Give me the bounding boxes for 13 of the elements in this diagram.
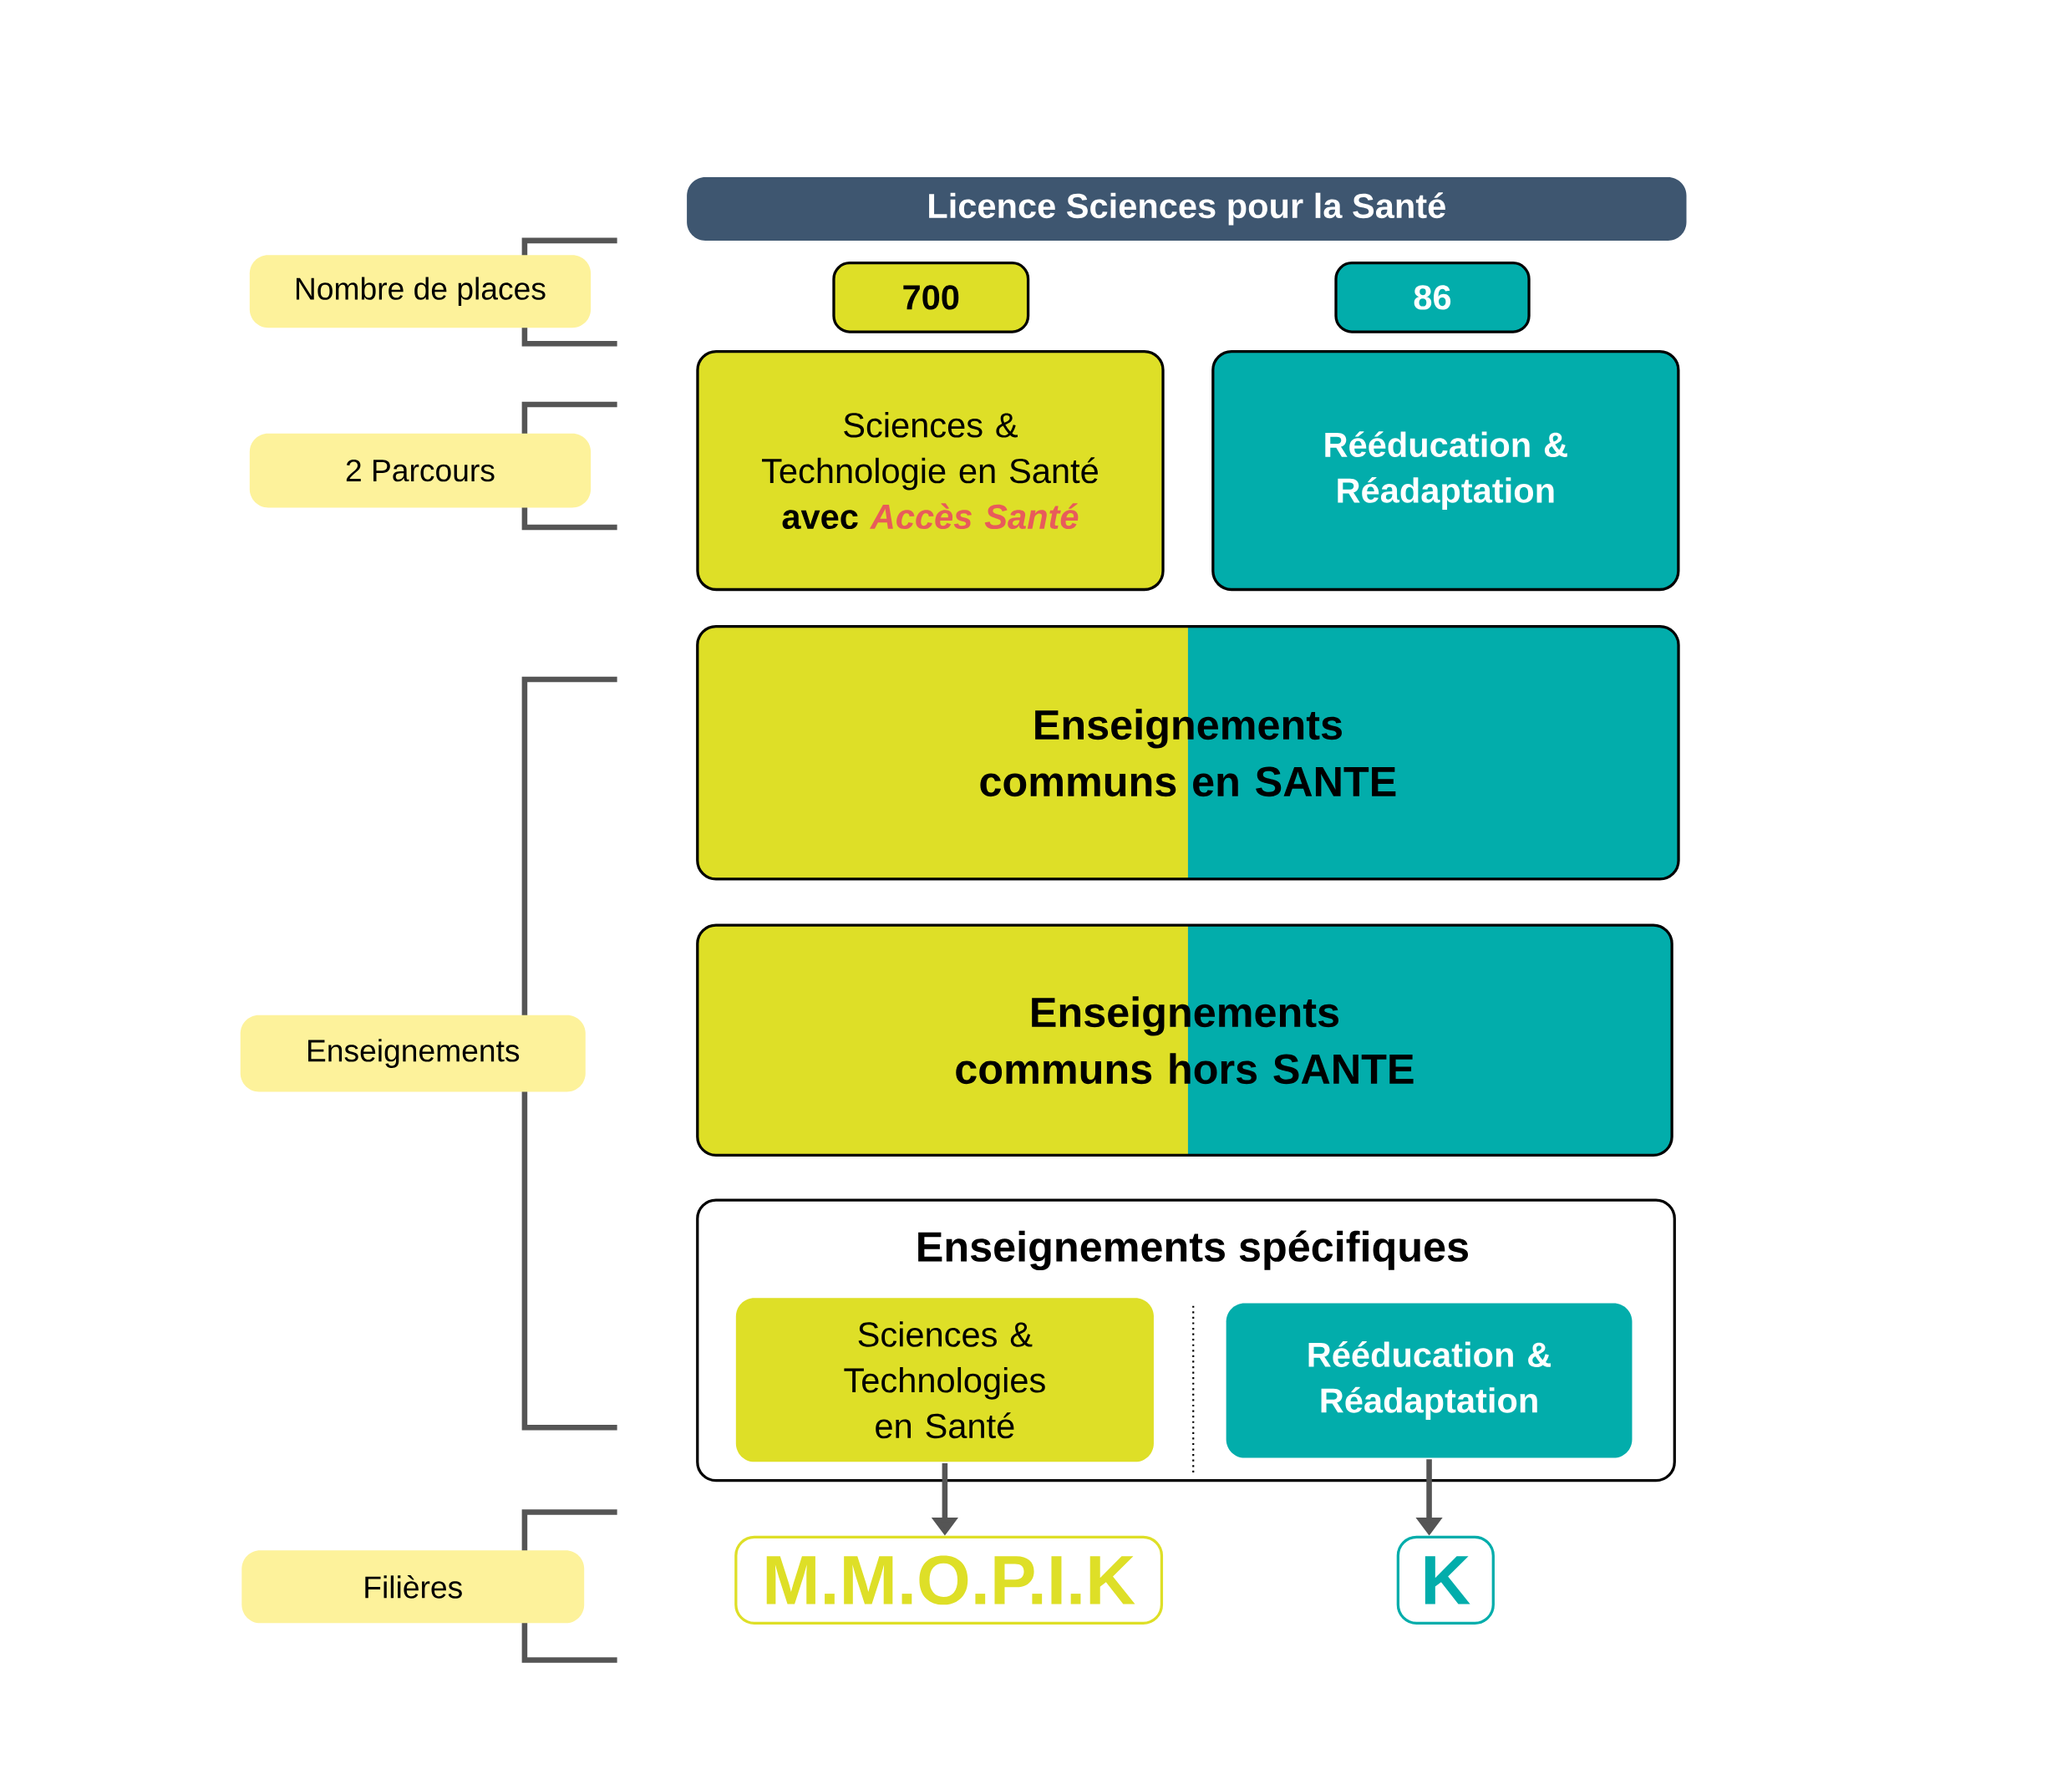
outcome-box: M.M.O.P.I.K — [734, 1536, 1164, 1625]
label-box: Enseignements — [240, 1015, 586, 1092]
track-box: Sciences & Technologie en Santé avec Accès Santé — [696, 350, 1165, 592]
title-bar: Licence Sciences pour la Santé — [687, 177, 1687, 242]
label-box: Filières — [241, 1550, 585, 1624]
outcome-box: K — [1396, 1536, 1495, 1625]
count-box: 700 — [832, 262, 1030, 333]
track-box: Rééducation & Réadaptation — [1211, 350, 1680, 592]
label-box: 2 Parcours — [249, 434, 592, 508]
track-box: Rééducation & Réadaptation — [1226, 1303, 1633, 1458]
label-box: Nombre de places — [249, 255, 592, 328]
count-box: 86 — [1334, 262, 1531, 333]
track-box: Sciences & Technologies en Santé — [735, 1298, 1154, 1462]
